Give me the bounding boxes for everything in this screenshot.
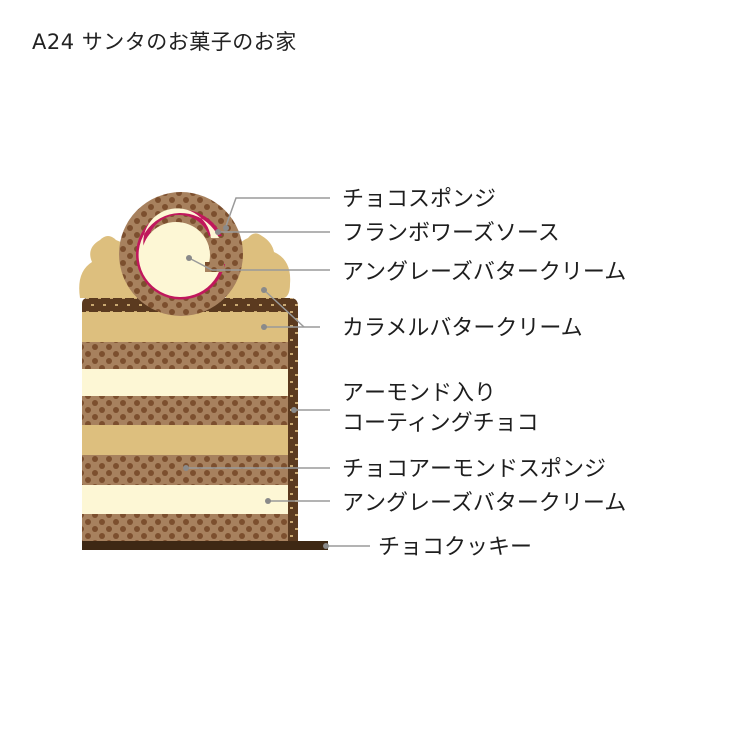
leader-dot — [261, 287, 267, 293]
choco-sponge-layer-3 — [82, 514, 288, 541]
leader-dots — [183, 225, 329, 549]
roll-cream-center — [142, 222, 210, 288]
cake-body — [82, 298, 328, 550]
choco-sponge-layer-2 — [82, 396, 288, 425]
leader-dot — [291, 407, 297, 413]
label-choco-almond-sponge: チョコアーモンドスポンジ — [342, 457, 606, 482]
leader-dot — [323, 543, 329, 549]
label-anglaise-butter-cream-top: アングレーズバタークリーム — [342, 260, 626, 285]
label-framboise-sauce: フランボワーズソース — [342, 221, 560, 246]
anglaise-cream-layer-1 — [82, 369, 288, 396]
leader-dot — [223, 225, 229, 231]
label-almond-coating-line1: アーモンド入り — [342, 381, 496, 406]
leader-choco-sponge — [225, 197, 330, 227]
label-caramel-butter-cream: カラメルバタークリーム — [342, 316, 583, 341]
label-almond-coating-line2: コーティングチョコ — [342, 411, 539, 436]
leader-dot — [265, 498, 271, 504]
label-choco-sponge: チョコスポンジ — [342, 187, 496, 212]
leader-dot — [261, 324, 267, 330]
page-title: A24 サンタのお菓子のお家 — [32, 30, 297, 54]
label-choco-cookie: チョコクッキー — [378, 535, 532, 560]
leader-dot — [215, 229, 221, 235]
choco-sponge-layer-1 — [82, 342, 288, 369]
layer-labels: チョコスポンジ フランボワーズソース アングレーズバタークリーム カラメルバター… — [342, 187, 626, 560]
leader-anglaise-top — [188, 257, 330, 271]
leader-dot — [186, 255, 192, 261]
choco-cookie-base — [82, 541, 328, 550]
roll-cake — [119, 192, 243, 316]
caramel-butter-cream-layer — [82, 312, 288, 342]
leader-dot — [183, 465, 189, 471]
label-anglaise-butter-cream-bottom: アングレーズバタークリーム — [342, 491, 626, 516]
caramel-butter-cream-layer-2 — [82, 425, 288, 455]
leader-caramel-2 — [263, 289, 305, 328]
anglaise-cream-layer-2 — [82, 485, 288, 514]
leader-lines — [186, 197, 370, 547]
